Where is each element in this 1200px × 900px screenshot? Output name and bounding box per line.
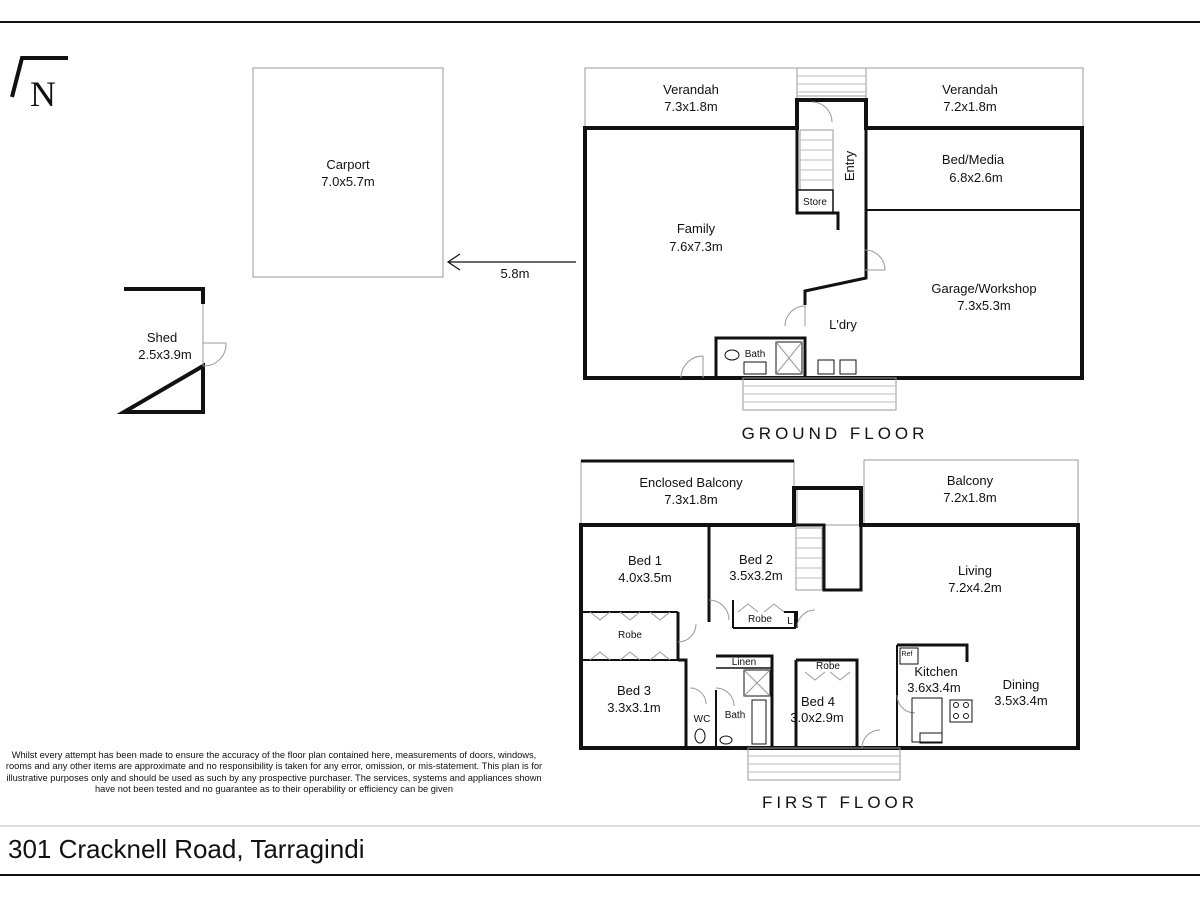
ground-floor-title: GROUND FLOOR: [742, 424, 929, 443]
verandah-left-outline: [584, 67, 798, 129]
shed-size: 2.5x3.9m: [138, 347, 191, 362]
disclaimer-text: Whilst every attempt has been made to en…: [5, 750, 543, 794]
entry-label: Entry: [842, 150, 857, 181]
bed2-name: Bed 2: [739, 552, 773, 567]
carport: Carport 7.0x5.7m: [252, 67, 444, 278]
balcony-name: Balcony: [947, 473, 994, 488]
bed2-robe-label: Robe: [748, 614, 772, 625]
bed4-name: Bed 4: [801, 694, 835, 709]
distance-label: 5.8m: [501, 266, 530, 281]
ground-bath-label: Bath: [745, 349, 766, 360]
kitchen-size: 3.6x3.4m: [907, 680, 960, 695]
bed4-size: 3.0x2.9m: [790, 710, 843, 725]
first-bath-label: Bath: [725, 710, 746, 721]
first-floor-title: FIRST FLOOR: [762, 793, 918, 812]
distance-arrow: 5.8m: [446, 253, 576, 281]
bed2-size: 3.5x3.2m: [729, 568, 782, 583]
bed-media-name: Bed/Media: [942, 152, 1005, 167]
ground-floor-plan: Verandah 7.3x1.8m Verandah 7.2x1.8m Entr…: [583, 67, 1084, 443]
north-arrow-icon: N: [10, 56, 68, 114]
bed1-size: 4.0x3.5m: [618, 570, 671, 585]
bed1-name: Bed 1: [628, 553, 662, 568]
bed3-size: 3.3x3.1m: [607, 700, 660, 715]
kitchen-name: Kitchen: [914, 664, 957, 679]
family-name: Family: [677, 221, 716, 236]
shed-name: Shed: [147, 330, 177, 345]
bed-media-size: 6.8x2.6m: [949, 170, 1002, 185]
linen-label: Linen: [732, 657, 756, 668]
verandah-left-name: Verandah: [663, 82, 719, 97]
first-floor-plan: Enclosed Balcony 7.3x1.8m Balcony 7.2x1.…: [579, 459, 1080, 812]
carport-name: Carport: [326, 157, 370, 172]
verandah-right-outline: [865, 67, 1084, 129]
bed4-robe-label: Robe: [816, 661, 840, 672]
garage-name: Garage/Workshop: [931, 281, 1036, 296]
enclosed-balcony-size: 7.3x1.8m: [664, 492, 717, 507]
living-name: Living: [958, 563, 992, 578]
shed: Shed 2.5x3.9m: [116, 287, 227, 414]
dining-name: Dining: [1003, 677, 1040, 692]
property-address: 301 Cracknell Road, Tarragindi: [8, 834, 365, 864]
enclosed-balcony-name: Enclosed Balcony: [639, 475, 743, 490]
north-letter: N: [30, 74, 56, 114]
bed1-robe-label: Robe: [618, 630, 642, 641]
family-size: 7.6x7.3m: [669, 239, 722, 254]
garage-size: 7.3x5.3m: [957, 298, 1010, 313]
ref-label: Ref: [902, 651, 913, 658]
laundry-label: L'dry: [829, 317, 857, 332]
living-size: 7.2x4.2m: [948, 580, 1001, 595]
verandah-right-name: Verandah: [942, 82, 998, 97]
dining-size: 3.5x3.4m: [994, 693, 1047, 708]
store-label: Store: [803, 197, 827, 208]
linen-small-label: L: [787, 616, 793, 627]
verandah-right-size: 7.2x1.8m: [943, 99, 996, 114]
wc-label: WC: [694, 714, 711, 725]
verandah-left-size: 7.3x1.8m: [664, 99, 717, 114]
bed3-name: Bed 3: [617, 683, 651, 698]
balcony-size: 7.2x1.8m: [943, 490, 996, 505]
carport-size: 7.0x5.7m: [321, 174, 374, 189]
